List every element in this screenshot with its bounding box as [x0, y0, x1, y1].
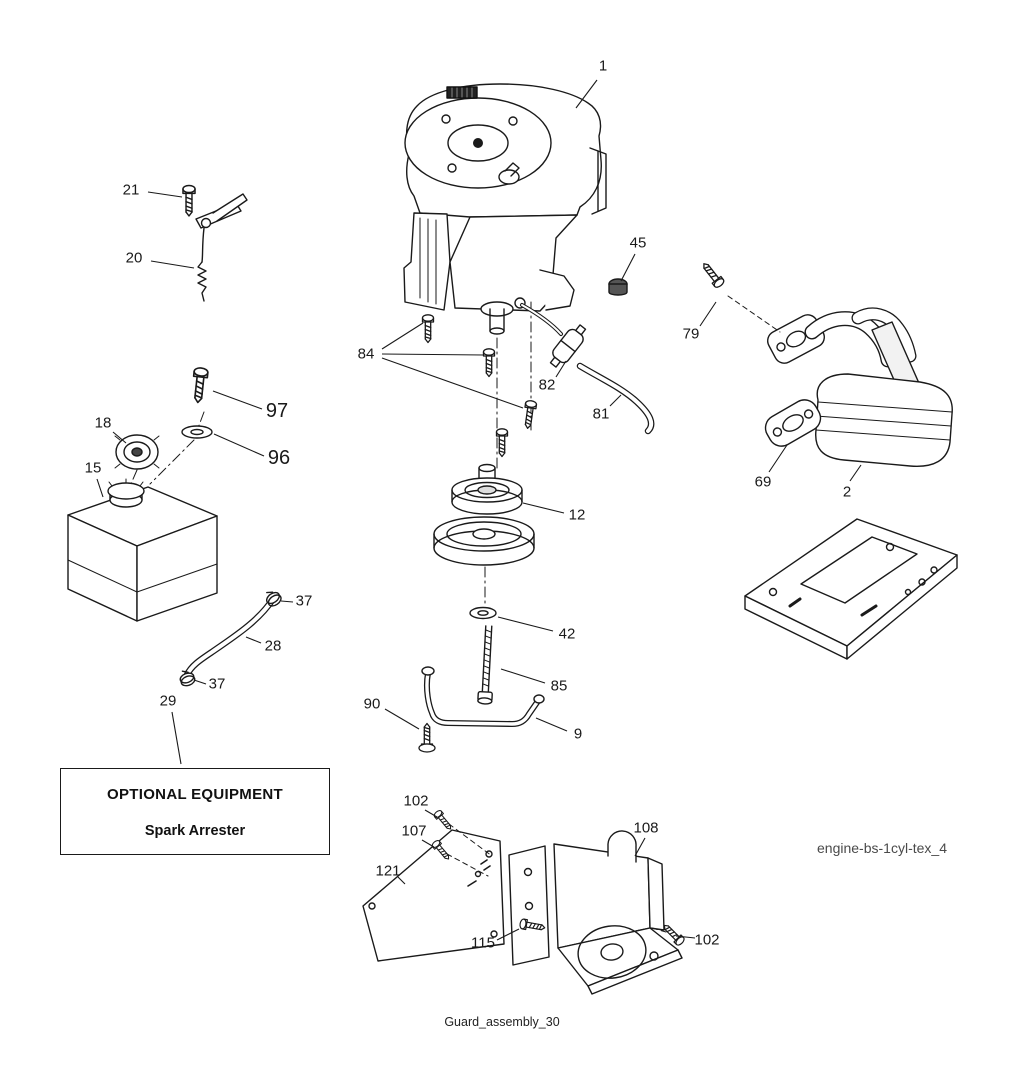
leader-line-69 [768, 444, 788, 473]
support-rod-9 [421, 666, 545, 727]
callout-82: 82 [538, 376, 556, 394]
washer-42 [469, 606, 497, 620]
leader-line-1 [575, 79, 598, 109]
leader-line-42 [497, 616, 554, 632]
exhaust-gasket-69 [764, 399, 822, 447]
callout-96: 96 [267, 447, 291, 469]
throttle-control [182, 184, 248, 302]
callout-81: 81 [592, 405, 610, 423]
callout-45: 45 [629, 234, 647, 252]
leader-line-107 [421, 839, 435, 848]
optional-equipment-box: OPTIONAL EQUIPMENT Spark Arrester [60, 768, 330, 855]
leader-line-20 [150, 260, 195, 269]
callout-20: 20 [125, 249, 143, 267]
callout-107: 107 [401, 822, 427, 840]
leader-line-85 [500, 668, 546, 684]
callout-21: 21 [122, 181, 140, 199]
leader-line-115 [496, 928, 520, 941]
callout-37: 37 [208, 675, 226, 693]
callout-1: 1 [598, 57, 608, 75]
leader-line-121 [397, 876, 406, 885]
leader-line-102 [424, 809, 438, 818]
muffler [767, 307, 953, 467]
fuel-hose-81 [576, 362, 655, 435]
leader-line-28 [245, 636, 262, 644]
hose-clamp-37-lower [179, 670, 196, 687]
leader-line-108 [634, 837, 646, 857]
tank-filler-neck [107, 478, 145, 508]
leader-line-45 [620, 253, 636, 282]
leader-line-2 [849, 464, 862, 482]
callout-2: 2 [842, 483, 852, 501]
callout-12: 12 [568, 506, 586, 524]
fuel-cap-18 [114, 434, 160, 470]
diagram-id-label: engine-bs-1cyl-tex_4 [817, 840, 947, 856]
callout-37: 37 [295, 592, 313, 610]
washer-96 [181, 425, 213, 439]
callout-69: 69 [754, 473, 772, 491]
leader-line-18 [112, 431, 127, 444]
leader-line-9 [535, 717, 568, 732]
bolt-79 [698, 259, 781, 333]
leader-line-79 [699, 301, 717, 327]
callout-90: 90 [363, 695, 381, 713]
assembly-name-label: Guard_assembly_30 [444, 1015, 560, 1029]
callout-18: 18 [94, 414, 112, 432]
callout-9: 9 [573, 725, 583, 743]
leader-line-82 [555, 360, 567, 378]
callout-79: 79 [682, 325, 700, 343]
leader-line-37 [280, 600, 294, 603]
leader-line-97 [212, 390, 263, 410]
callout-121: 121 [375, 862, 401, 880]
leader-line-84 [381, 357, 524, 409]
callout-97: 97 [265, 400, 289, 422]
leader-line-90 [384, 708, 420, 730]
fuel-tank [67, 478, 218, 622]
callout-84: 84 [357, 345, 375, 363]
cap-nut-45 [608, 278, 628, 296]
leader-line-12 [522, 502, 565, 514]
optional-equipment-title: OPTIONAL EQUIPMENT [107, 786, 283, 803]
optional-equipment-subtitle: Spark Arrester [144, 823, 246, 839]
leader-line-81 [609, 394, 622, 407]
mounting-plate-121 [362, 829, 505, 962]
bolt-85 [477, 625, 493, 705]
callout-102: 102 [694, 931, 720, 949]
callout-28: 28 [264, 637, 282, 655]
screw-90 [418, 722, 436, 753]
callout-102: 102 [403, 792, 429, 810]
leader-line-96 [213, 433, 265, 457]
guard-bracket [508, 845, 550, 966]
callout-42: 42 [558, 625, 576, 643]
fuel-line-28 [183, 595, 277, 679]
leader-line-15 [96, 478, 104, 498]
callout-29: 29 [159, 692, 177, 710]
starter-grille [446, 86, 478, 99]
callout-85: 85 [550, 677, 568, 695]
leader-line-21 [147, 191, 183, 198]
callout-115: 115 [471, 934, 495, 952]
engine-mount-frame [744, 518, 958, 660]
engine-pulley [433, 463, 535, 566]
oil-fill-cap [498, 162, 520, 185]
engine [403, 83, 607, 335]
guard-screws [430, 808, 687, 948]
callout-108: 108 [633, 819, 659, 837]
leader-line-29 [171, 711, 182, 765]
leader-line-84 [381, 322, 424, 350]
leader-line-102 [675, 935, 696, 939]
fuel-filter [520, 303, 587, 368]
engine-guard-108 [553, 830, 683, 995]
leader-line-84 [381, 353, 485, 356]
hose-clamp-37-upper [266, 591, 282, 607]
leader-line-37 [193, 679, 207, 685]
callout-15: 15 [84, 459, 102, 477]
